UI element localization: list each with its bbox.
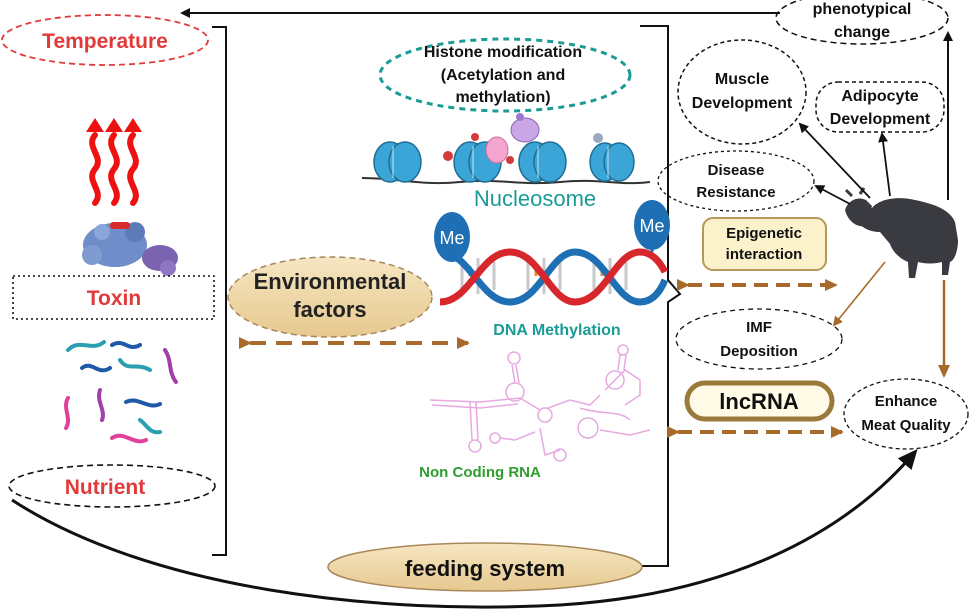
right-bracket [640, 25, 682, 567]
nutrient-node: Nutrient [8, 464, 216, 508]
disease-resistance-node: Disease Resistance [657, 150, 815, 212]
me-marker-left: Me [434, 212, 470, 262]
nutrient-label: Nutrient [65, 476, 146, 499]
feeding-system-label: feeding system [405, 556, 565, 581]
muscle-development-line-1: Muscle [715, 71, 769, 88]
phenotypical-change-line-2: change [834, 24, 890, 41]
me-label-left: Me [439, 228, 464, 248]
phenotypical-change-node: phenotypical change [775, 0, 949, 45]
cow-to-muscle-arrow [798, 122, 871, 199]
disease-resistance-line-1: Disease [708, 162, 765, 179]
muscle-development-node: Muscle Development [677, 39, 807, 145]
histone-line-1: Histone modification [424, 44, 582, 61]
feeding-system-node: feeding system [327, 542, 643, 592]
heat-waves-icon [86, 118, 142, 206]
me-marker-right: Me [634, 200, 670, 250]
environmental-factors-line-2: factors [293, 297, 366, 322]
left-bracket [212, 26, 227, 556]
epigenetic-interaction-node: Epigenetic interaction [702, 217, 827, 271]
epigenetic-interaction-line-2: interaction [726, 246, 803, 263]
toxin-protein-icon [82, 222, 178, 276]
environmental-factors-line-1: Environmental [254, 269, 407, 294]
dna-methylation-label: DNA Methylation [493, 322, 620, 339]
enhance-meat-quality-line-2: Meat Quality [861, 417, 951, 434]
phenotypical-change-line-1: phenotypical [813, 1, 912, 18]
nutrient-to-meat-quality-arrow [11, 448, 918, 609]
me-label-right: Me [639, 216, 664, 236]
muscle-development-line-2: Development [692, 95, 793, 112]
histone-modification-node: Histone modification (Acetylation and me… [378, 37, 632, 113]
enhance-meat-quality-node: Enhance Meat Quality [843, 378, 969, 450]
temperature-label: Temperature [42, 30, 168, 53]
adipocyte-development-line-2: Development [830, 111, 931, 128]
adipocyte-development-node: Adipocyte Development [815, 81, 945, 133]
cow-to-adipocyte-arrow [878, 132, 891, 197]
nucleosome-label: Nucleosome [474, 186, 596, 211]
dna-helix-illustration [439, 238, 669, 306]
adipocyte-development-line-1: Adipocyte [841, 88, 918, 105]
histone-line-2: (Acetylation and [441, 67, 565, 84]
lncrna-node: lncRNA [684, 380, 835, 422]
disease-resistance-line-2: Resistance [696, 184, 775, 201]
ncrna-structure-illustration [429, 344, 651, 462]
imf-deposition-line-1: IMF [746, 319, 772, 336]
imf-deposition-line-2: Deposition [720, 343, 798, 360]
nucleosome-illustration [361, 113, 651, 185]
cow-illustration [844, 187, 958, 278]
non-coding-rna-label: Non Coding RNA [419, 464, 541, 481]
enhance-meat-quality-line-1: Enhance [875, 393, 938, 410]
temperature-node: Temperature [1, 14, 209, 66]
epigenetic-interaction-line-1: Epigenetic [726, 225, 802, 242]
toxin-node: Toxin [12, 275, 215, 320]
imf-deposition-node: IMF Deposition [675, 308, 843, 370]
toxin-label: Toxin [87, 287, 141, 310]
cow-to-disease-arrow [814, 185, 851, 205]
histone-line-3: methylation) [455, 89, 550, 106]
cow-to-imf-arrow [832, 261, 886, 327]
lncrna-label: lncRNA [719, 389, 799, 414]
environmental-factors-node: Environmental factors [227, 256, 433, 338]
nutrient-squiggles-icon [64, 340, 178, 444]
